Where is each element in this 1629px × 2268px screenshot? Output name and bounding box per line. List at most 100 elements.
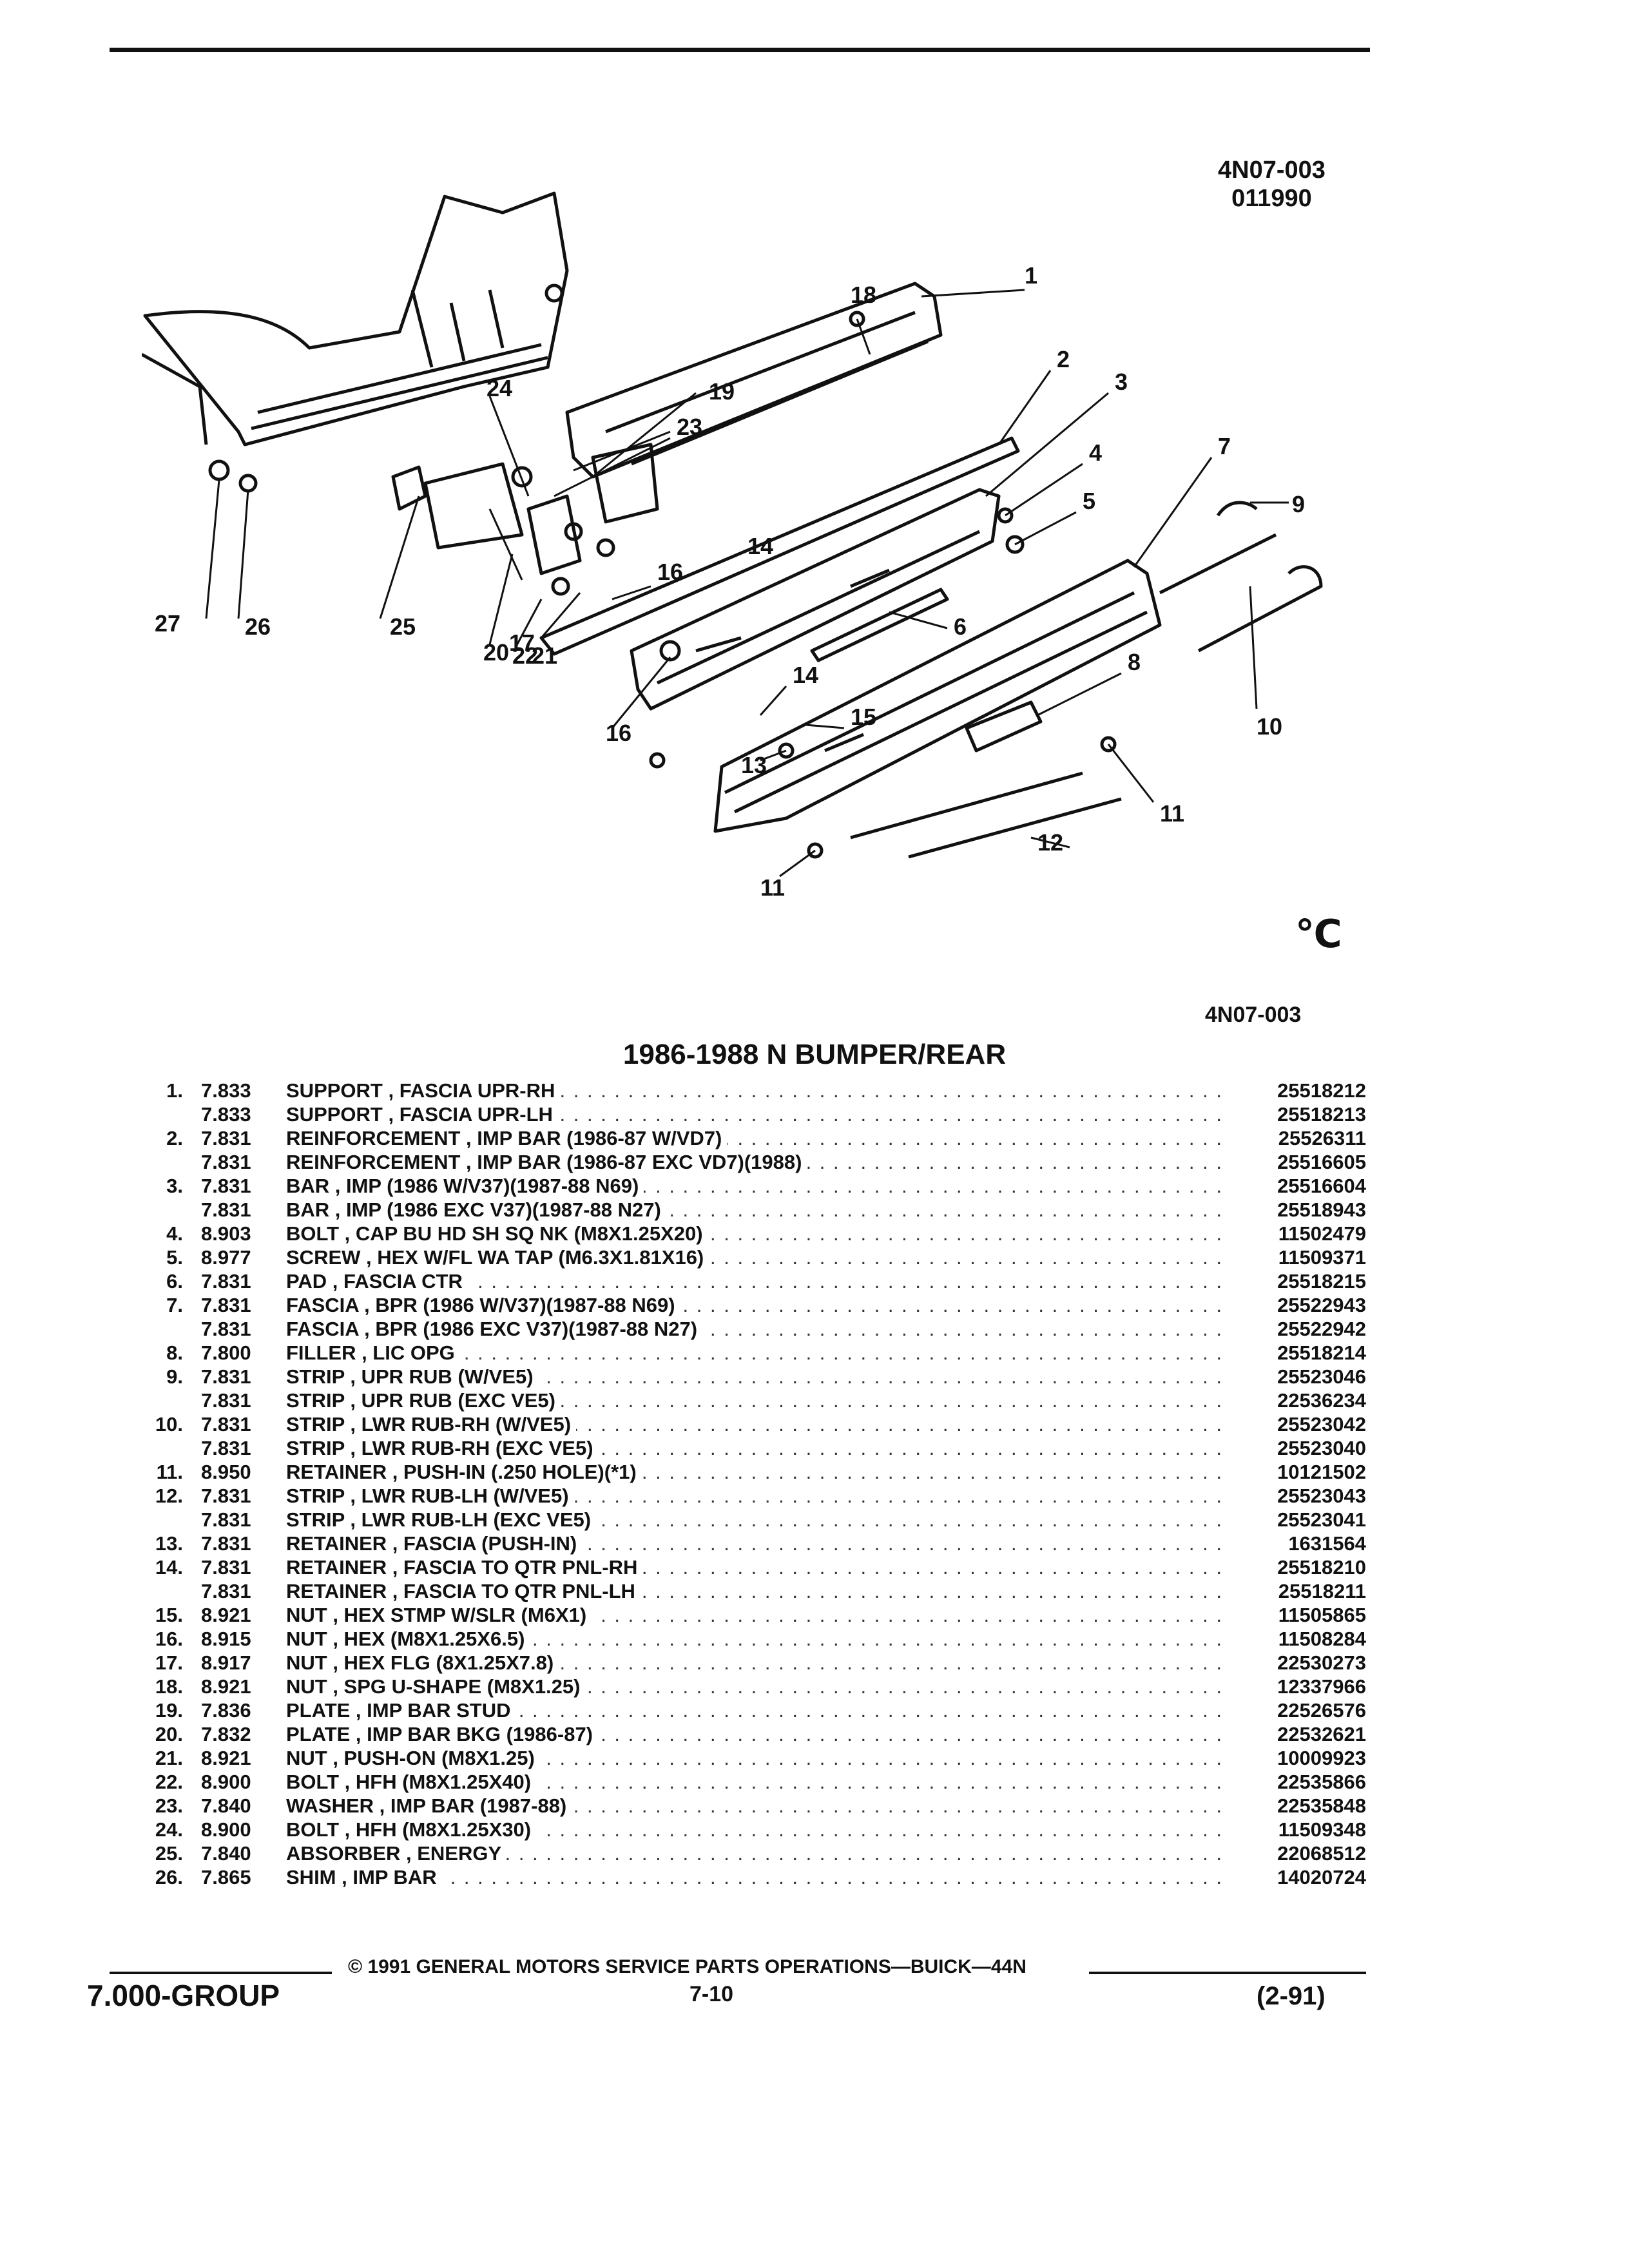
callout-number: 5 bbox=[1083, 488, 1095, 514]
part-number: 25518213 bbox=[1277, 1103, 1366, 1126]
part-number: 25526311 bbox=[1278, 1127, 1366, 1149]
part-group-code: 7.836 bbox=[201, 1699, 251, 1722]
part-number-index: 17. bbox=[155, 1651, 183, 1674]
cu-logo-mark: ℃ bbox=[1295, 912, 1342, 956]
part-number: 25518215 bbox=[1277, 1270, 1366, 1293]
page-title: 1986-1988 N BUMPER/REAR bbox=[622, 1039, 1007, 1070]
part-group-code: 7.831 bbox=[201, 1437, 251, 1459]
callout-number: 25 bbox=[390, 613, 416, 640]
stud-plate bbox=[591, 443, 659, 524]
part-group-code: 7.831 bbox=[201, 1580, 251, 1602]
part-number-index: 22. bbox=[155, 1771, 183, 1793]
part-number: 25523043 bbox=[1277, 1485, 1366, 1507]
part-number-index: 14. bbox=[155, 1556, 183, 1579]
part-number: 22536234 bbox=[1277, 1389, 1366, 1412]
footer-page-number: 7-10 bbox=[689, 1982, 734, 2006]
backing-plate bbox=[526, 494, 582, 575]
callout-number: 19 bbox=[709, 378, 735, 405]
top-rule bbox=[110, 48, 1370, 52]
part-number: 22535848 bbox=[1277, 1794, 1366, 1817]
part-description: BOLT , HFH (M8X1.25X30) bbox=[286, 1818, 1231, 1841]
part-group-code: 7.831 bbox=[201, 1508, 251, 1531]
callout-number: 2 bbox=[1057, 346, 1070, 372]
part-number-index: 15. bbox=[155, 1604, 183, 1626]
part-group-code: 7.831 bbox=[201, 1413, 251, 1436]
part-group-code: 7.840 bbox=[201, 1794, 251, 1817]
callout-number: 22 bbox=[512, 642, 538, 669]
part-group-code: 7.831 bbox=[201, 1485, 251, 1507]
callout-number: 14 bbox=[747, 533, 773, 559]
part-group-code: 7.831 bbox=[201, 1270, 251, 1293]
part-description: RETAINER , FASCIA (PUSH-IN) bbox=[286, 1532, 1231, 1555]
part-group-code: 7.865 bbox=[201, 1866, 251, 1888]
callout-number: 1 bbox=[1025, 262, 1037, 289]
part-number: 25516604 bbox=[1277, 1175, 1366, 1197]
part-number: 25516605 bbox=[1277, 1151, 1366, 1173]
part-group-code: 7.831 bbox=[201, 1175, 251, 1197]
part-number-index: 5. bbox=[166, 1246, 183, 1269]
part-number-index: 20. bbox=[155, 1723, 183, 1745]
part-group-code: 7.831 bbox=[201, 1198, 251, 1221]
part-number: 10009923 bbox=[1277, 1747, 1366, 1769]
part-group-code: 8.921 bbox=[201, 1604, 251, 1626]
part-group-code: 7.831 bbox=[201, 1151, 251, 1173]
document-code: 4N07-003 bbox=[1218, 157, 1325, 184]
part-group-code: 8.917 bbox=[201, 1651, 251, 1674]
part-group-code: 7.800 bbox=[201, 1341, 251, 1364]
callout-number: 16 bbox=[606, 720, 631, 746]
part-group-code: 7.831 bbox=[201, 1389, 251, 1412]
callout-number: 23 bbox=[677, 414, 702, 440]
part-description: NUT , HEX (M8X1.25X6.5) bbox=[286, 1627, 1231, 1651]
part-number: 25518210 bbox=[1277, 1556, 1366, 1579]
part-group-code: 8.915 bbox=[201, 1628, 251, 1650]
license-filler bbox=[965, 700, 1043, 753]
part-number: 25523042 bbox=[1277, 1413, 1366, 1436]
part-description: REINFORCEMENT , IMP BAR (1986-87 W/VD7) bbox=[286, 1126, 1231, 1150]
part-description: RETAINER , FASCIA TO QTR PNL-RH bbox=[286, 1555, 1231, 1579]
fascia-pad bbox=[810, 588, 949, 662]
part-group-code: 8.903 bbox=[201, 1222, 251, 1245]
part-description: FILLER , LIC OPG bbox=[286, 1341, 1231, 1365]
part-group-code: 8.921 bbox=[201, 1675, 251, 1698]
part-description: STRIP , UPR RUB (EXC VE5) bbox=[286, 1389, 1231, 1412]
callout-number: 14 bbox=[793, 662, 818, 688]
part-group-code: 7.831 bbox=[201, 1318, 251, 1340]
part-number: 22535866 bbox=[1277, 1771, 1366, 1793]
part-number-index: 23. bbox=[155, 1794, 183, 1817]
callout-number: 4 bbox=[1089, 439, 1102, 466]
callout-number: 20 bbox=[483, 639, 509, 666]
part-description: STRIP , LWR RUB-LH (EXC VE5) bbox=[286, 1508, 1231, 1532]
part-description: WASHER , IMP BAR (1987-88) bbox=[286, 1794, 1231, 1818]
callout-number: 27 bbox=[155, 610, 180, 637]
callout-number: 3 bbox=[1115, 369, 1128, 395]
imp-bar-shim bbox=[391, 465, 427, 511]
part-number: 11502479 bbox=[1278, 1222, 1366, 1245]
part-description: NUT , PUSH-ON (M8X1.25) bbox=[286, 1746, 1231, 1770]
part-description: RETAINER , FASCIA TO QTR PNL-LH bbox=[286, 1579, 1231, 1603]
callout-number: 18 bbox=[851, 282, 876, 308]
part-description: STRIP , LWR RUB-RH (W/VE5) bbox=[286, 1412, 1231, 1436]
document-code-block: 4N07-003 011990 bbox=[1218, 156, 1325, 213]
part-number-index: 3. bbox=[166, 1175, 183, 1197]
part-number: 1631564 bbox=[1288, 1532, 1366, 1555]
part-number: 25522943 bbox=[1277, 1294, 1366, 1316]
part-description: PLATE , IMP BAR STUD bbox=[286, 1698, 1231, 1722]
part-number: 22532621 bbox=[1277, 1723, 1366, 1745]
part-number: 22526576 bbox=[1277, 1699, 1366, 1722]
part-description: RETAINER , PUSH-IN (.250 HOLE)(*1) bbox=[286, 1460, 1231, 1484]
